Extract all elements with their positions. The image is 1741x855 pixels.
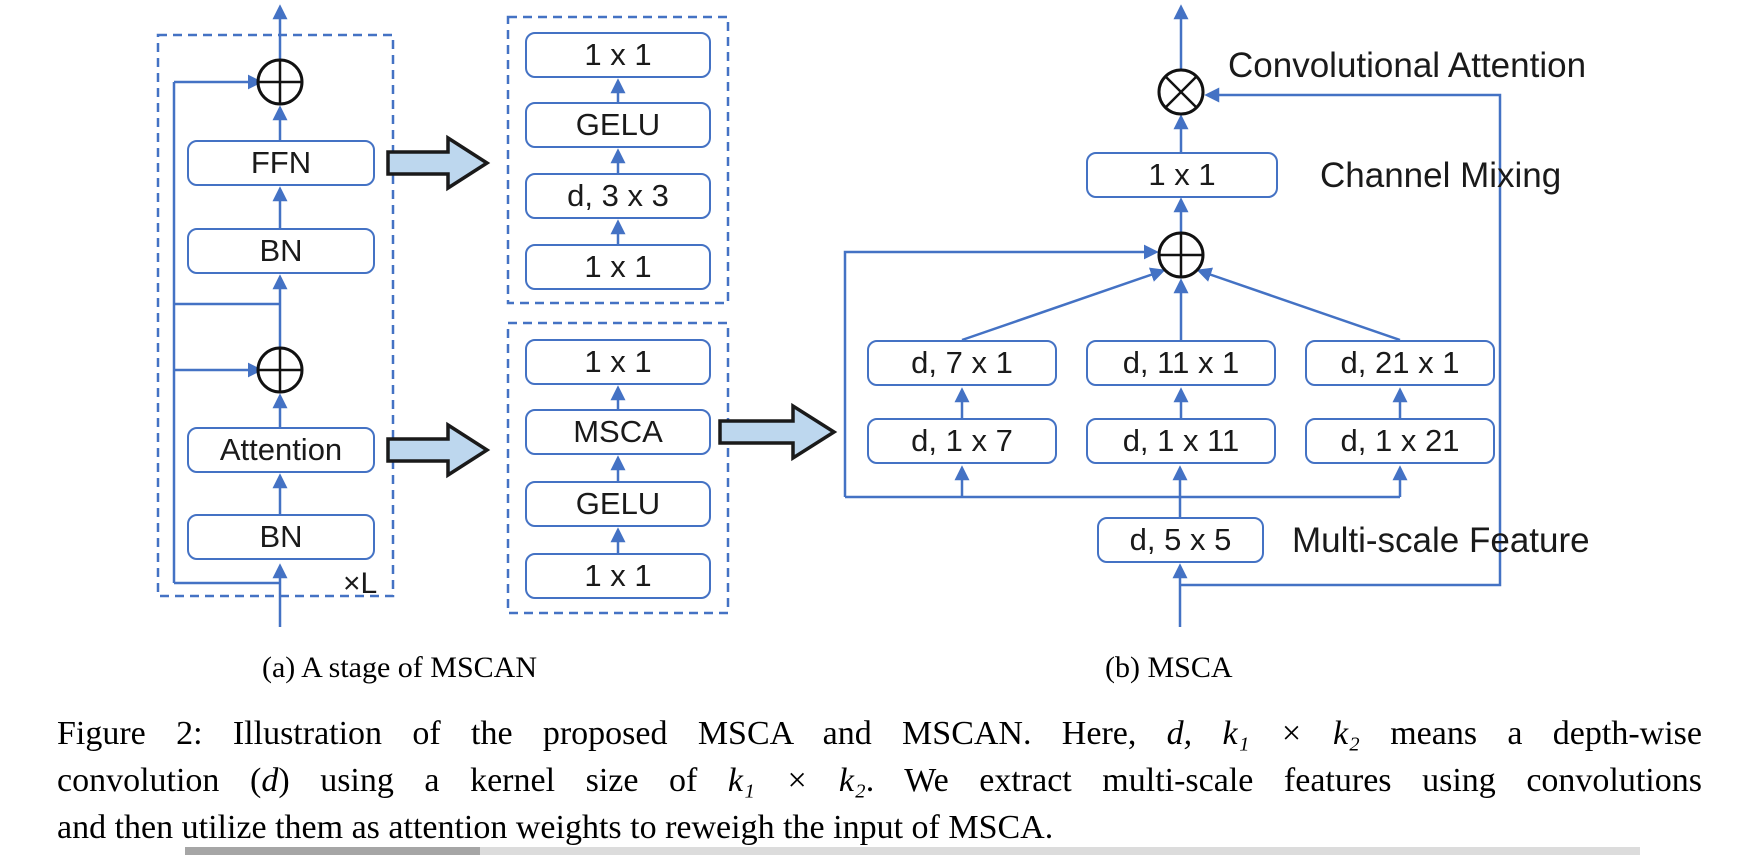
ffn-block: FFN xyxy=(187,140,375,186)
ffn-detail-1x1-top: 1 x 1 xyxy=(525,32,711,78)
attn-detail-msca: MSCA xyxy=(525,409,711,455)
figure-caption-line3: and then utilize them as attention weigh… xyxy=(57,809,1054,846)
figure-caption-line1: Figure 2: Illustration of the proposed M… xyxy=(57,715,1702,752)
ffn-detail-dashed-border xyxy=(506,15,730,305)
add-icon xyxy=(1157,231,1205,279)
horizontal-scrollbar-thumb[interactable] xyxy=(185,847,480,855)
attn-detail-1x1-bottom: 1 x 1 xyxy=(525,553,711,599)
expand-arrow-icon-ffn xyxy=(386,134,491,192)
attention-block: Attention xyxy=(187,427,375,473)
channel-mixing-label: Channel Mixing xyxy=(1320,156,1562,195)
stage-dashed-border xyxy=(156,33,395,598)
subcaption-a: (a) A stage of MSCAN xyxy=(262,651,537,684)
repeat-count-label: ×L xyxy=(343,567,378,600)
dw-5x5-block: d, 5 x 5 xyxy=(1097,517,1264,563)
ffn-detail-dw3x3: d, 3 x 3 xyxy=(525,173,711,219)
multiply-icon xyxy=(1157,68,1205,116)
bn-bottom-block: BN xyxy=(187,514,375,560)
add-icon xyxy=(256,58,304,106)
channel-mixing-1x1-block: 1 x 1 xyxy=(1086,152,1278,198)
attention-detail-dashed-border xyxy=(506,321,730,615)
branch1-to-add-diagonal xyxy=(961,267,1166,342)
dw-11x1-block: d, 11 x 1 xyxy=(1086,340,1276,386)
expand-arrow-icon-msca xyxy=(718,402,838,462)
dw-1x7-block: d, 1 x 7 xyxy=(867,418,1057,464)
attention-loop-line xyxy=(1180,87,1502,587)
figure-caption-line2: convolution (d) using a kernel size of k… xyxy=(57,762,1702,799)
identity-skip-line xyxy=(843,244,1159,497)
branch3-to-add-diagonal xyxy=(1196,267,1401,342)
expand-arrow-icon-attention xyxy=(386,421,491,479)
ffn-detail-1x1-bottom: 1 x 1 xyxy=(525,244,711,290)
stage-flow-lines xyxy=(172,4,288,627)
dw-1x21-block: d, 1 x 21 xyxy=(1305,418,1495,464)
dw-21x1-block: d, 21 x 1 xyxy=(1305,340,1495,386)
horizontal-scrollbar-track[interactable] xyxy=(185,847,1640,855)
attn-detail-1x1-top: 1 x 1 xyxy=(525,339,711,385)
dw-7x1-block: d, 7 x 1 xyxy=(867,340,1057,386)
convolutional-attention-label: Convolutional Attention xyxy=(1228,46,1587,85)
subcaption-b: (b) MSCA xyxy=(1105,651,1233,684)
bn-top-block: BN xyxy=(187,228,375,274)
ffn-detail-gelu: GELU xyxy=(525,102,711,148)
dw-1x11-block: d, 1 x 11 xyxy=(1086,418,1276,464)
add-icon xyxy=(256,346,304,394)
msca-flow-lines xyxy=(843,4,1502,627)
attn-detail-gelu: GELU xyxy=(525,481,711,527)
figure-caption: Figure 2: Illustration of the proposed M… xyxy=(57,710,1702,851)
multi-scale-feature-label: Multi-scale Feature xyxy=(1292,521,1590,560)
